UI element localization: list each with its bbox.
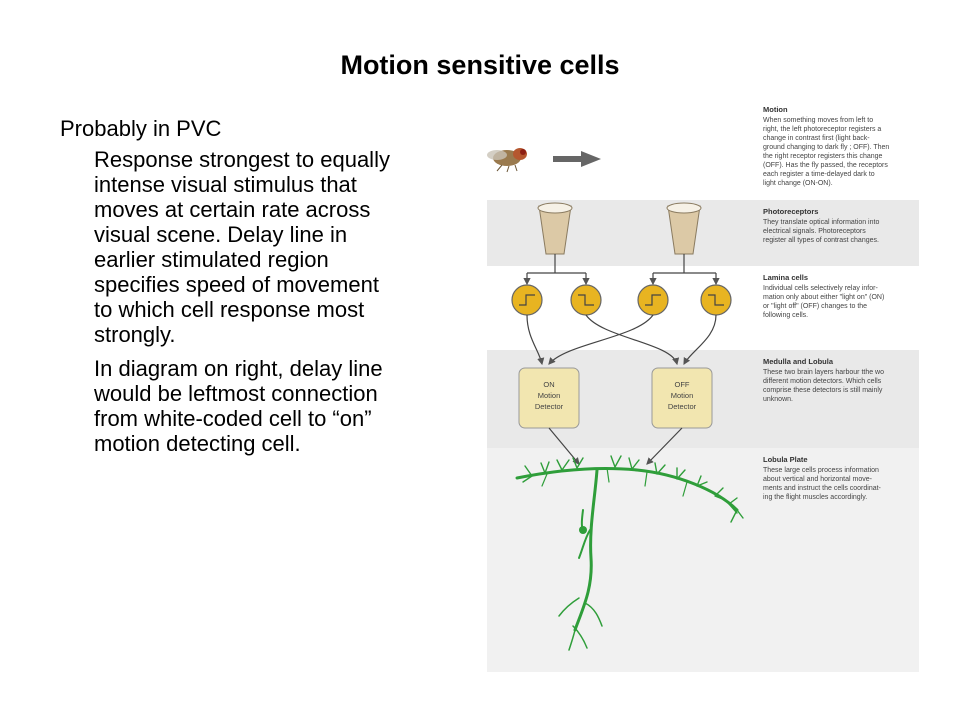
- on-detector-label-1: ON: [543, 380, 554, 389]
- panel-lobula-plate-bg: [487, 448, 919, 672]
- lamina-cell-3-on: [637, 284, 669, 316]
- panel-medulla-lines: These two brain layers harbour tthe wo di…: [763, 369, 884, 403]
- panel-lobula-plate-text: Lobula Plate These large cells process i…: [763, 455, 882, 501]
- neuron-icon: [515, 455, 744, 651]
- lamina-cell-4-off: [700, 284, 732, 316]
- panel-lobula-plate-line: ing the flight muscles accordingly.: [763, 494, 867, 501]
- panel-lobula-plate-line: These large cells process information: [763, 467, 879, 474]
- panel-motion-line: light change (ON-ON).: [763, 180, 833, 187]
- off-detector-label-1: OFF: [675, 380, 690, 389]
- lamina-cell-1-on: [511, 284, 543, 316]
- lamina-detector-connections: [526, 314, 717, 366]
- panel-photoreceptors-line: They translate optical information into: [763, 219, 879, 226]
- panel-motion-line: ground changing to dark fly ; OFF). Then: [763, 144, 889, 151]
- detector-lobula-connections: [548, 427, 683, 465]
- lamina-cell-2-off: [570, 284, 602, 316]
- panel-lobula-plate-line: about vertical and horizontal move-: [763, 476, 873, 483]
- panel-medulla-line: different motion detectors. Which cells: [763, 378, 882, 385]
- panel-lamina-line: mation only about either "light on" (ON): [763, 294, 884, 301]
- panel-medulla-line: These two brain layers harbour tthe wo: [763, 369, 884, 376]
- panel-medulla-line: comprise these detectors is still mainly: [763, 387, 883, 394]
- bullet-main: Probably in PVC: [60, 116, 222, 141]
- panel-photoreceptors-line: register all types of contrast changes.: [763, 237, 879, 244]
- receptor-lamina-wiring: [523, 254, 720, 286]
- panel-lamina-lines: Individual cells selectively relay infor…: [763, 285, 884, 319]
- motion-detection-diagram: ON Motion Detector OFF Motion Detector M…: [487, 105, 919, 672]
- panel-lamina-text: Lamina cells Individual cells selectivel…: [763, 273, 884, 319]
- panel-motion-text: Motion When something moves from left to…: [763, 105, 889, 187]
- panel-lamina-line: following cells.: [763, 312, 808, 319]
- photoreceptor-left: [537, 202, 573, 255]
- panel-medulla-title: Medulla and Lobula: [763, 357, 834, 366]
- photoreceptor-right: [666, 202, 702, 255]
- slide-title: Motion sensitive cells: [340, 50, 620, 80]
- fly-icon: [487, 148, 527, 173]
- panel-lamina-line: or "light off" (OFF) changes to the: [763, 303, 867, 310]
- delay-line-connection: [526, 314, 545, 366]
- bullet-list: Probably in PVC Response strongest to eq…: [60, 116, 395, 465]
- panel-photoreceptors-line: electrical signals. Photoreceptors: [763, 228, 866, 235]
- neuron-soma: [579, 526, 587, 534]
- panel-medulla-line: unknown.: [763, 396, 793, 403]
- panel-motion-lines: When something moves from left to right, …: [763, 117, 889, 187]
- panel-photoreceptors-text: Photoreceptors They translate optical in…: [763, 207, 879, 244]
- on-motion-detector: ON Motion Detector: [518, 367, 580, 429]
- panel-lobula-plate-lines: These large cells process information abo…: [763, 467, 882, 501]
- panel-motion-line: change in contrast first (light back-: [763, 135, 870, 142]
- panel-lamina-title: Lamina cells: [763, 273, 808, 282]
- off-detector-label-3: Detector: [668, 402, 697, 411]
- off-motion-detector: OFF Motion Detector: [651, 367, 713, 429]
- step-off-icon: [708, 294, 724, 306]
- panel-lamina-line: Individual cells selectively relay infor…: [763, 285, 878, 292]
- bullet-sub-1: Response strongest to equally intense vi…: [94, 147, 390, 347]
- panel-motion-line: (OFF). Has the fly passed, the receptors: [763, 162, 888, 169]
- bullet-sub-2: In diagram on right, delay line would be…: [94, 356, 383, 456]
- panel-photoreceptors-lines: They translate optical information into e…: [763, 219, 879, 244]
- arrow-right-icon: [553, 151, 601, 167]
- panel-motion-line: each register a time-delayed dark to: [763, 171, 875, 178]
- panel-medulla-text: Medulla and Lobula These two brain layer…: [763, 357, 884, 403]
- step-on-icon: [519, 294, 535, 306]
- off-detector-label-2: Motion: [671, 391, 694, 400]
- panel-lobula-plate-title: Lobula Plate: [763, 455, 808, 464]
- panel-motion-line: right, the left photoreceptor registers …: [763, 126, 881, 133]
- on-detector-label-2: Motion: [538, 391, 561, 400]
- step-on-icon: [645, 294, 661, 306]
- step-off-icon: [578, 294, 594, 306]
- panel-motion-line: When something moves from left to: [763, 117, 873, 124]
- panel-motion-title: Motion: [763, 105, 788, 114]
- panel-photoreceptors-title: Photoreceptors: [763, 207, 818, 216]
- panel-lobula-plate-line: ments and instruct the cells coordinat-: [763, 485, 882, 492]
- panel-motion-line: the right receptor registers this change: [763, 153, 883, 160]
- on-detector-label-3: Detector: [535, 402, 564, 411]
